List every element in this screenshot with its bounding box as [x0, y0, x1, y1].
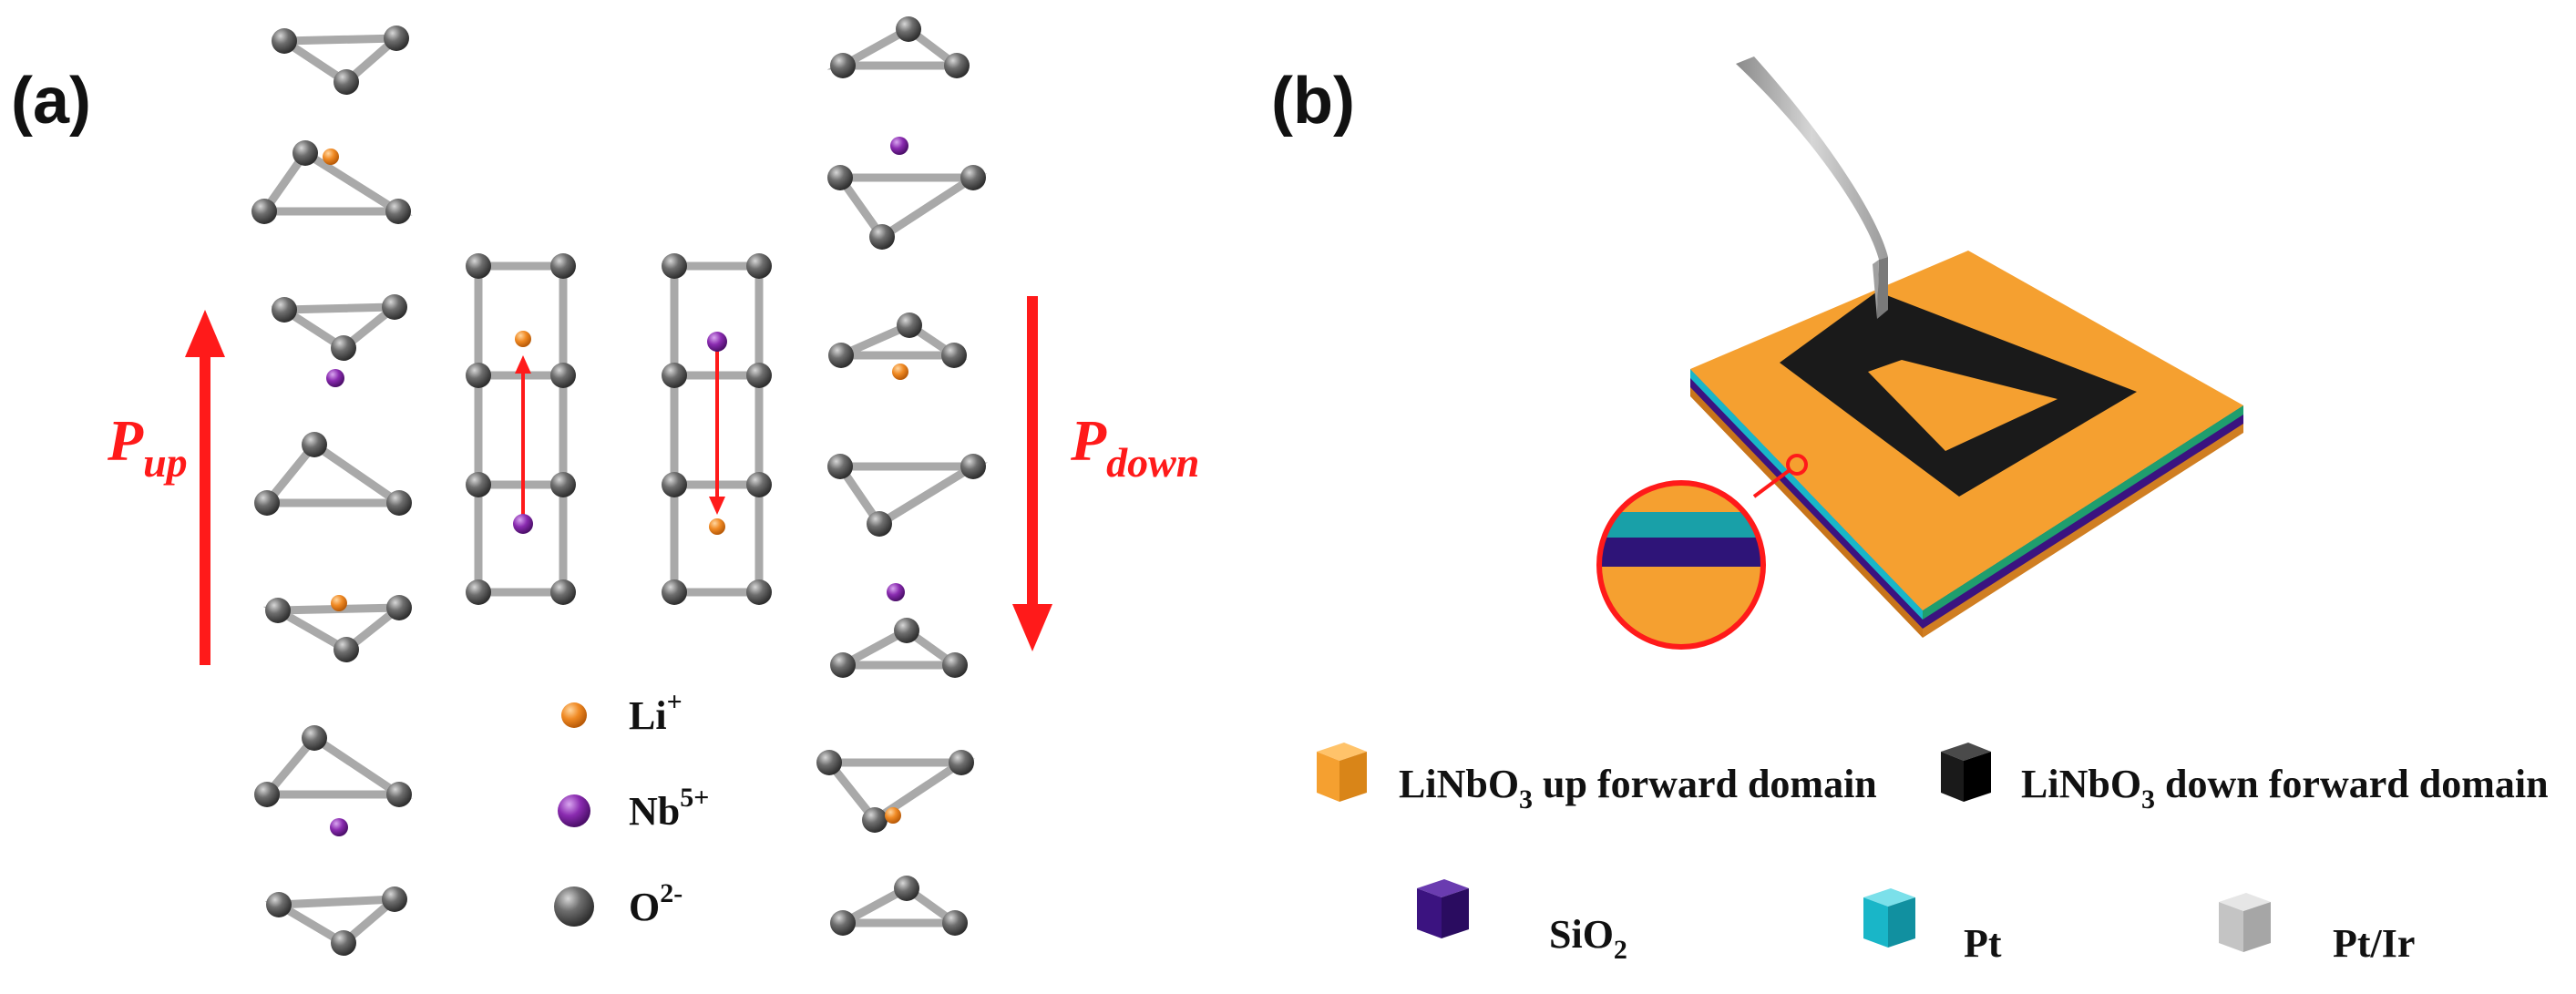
p-down-base: P	[1070, 408, 1107, 473]
oxygen-triangle	[827, 454, 988, 537]
left-triangle-column	[251, 26, 413, 956]
sio2-legend-item: SiO2	[1417, 879, 1627, 965]
oxygen-triangle	[262, 595, 412, 662]
li-ion	[515, 331, 531, 347]
nb-legend-swatch	[558, 794, 590, 827]
cross-section-magnifier	[1596, 454, 1808, 650]
nb-legend-label: Nb5+	[629, 783, 709, 834]
p-down-arrow	[1012, 296, 1052, 651]
oxygen-triangle	[830, 876, 968, 936]
nb-ion	[513, 514, 533, 534]
up-domain-legend-item: LiNbO3 up forward domain	[1317, 743, 1877, 815]
p-up-label: Pup	[107, 408, 188, 486]
right-triangle-column	[816, 16, 988, 936]
oxygen-triangle	[826, 16, 970, 78]
unit-cell-up	[466, 253, 576, 605]
nb-ion	[707, 332, 727, 352]
p-down-sub: down	[1106, 439, 1199, 486]
panel-a-label: (a)	[11, 65, 91, 138]
oxygen-triangle	[271, 26, 409, 95]
o-legend-label: O2-	[629, 878, 682, 929]
sio2-legend-label: SiO2	[1549, 912, 1627, 965]
down-domain-legend-item: LiNbO3 down forward domain	[1941, 743, 2549, 815]
oxygen-triangle	[828, 313, 968, 380]
pt-side-left	[1690, 369, 1923, 620]
oxygen-triangle	[271, 294, 407, 387]
down-domain-legend-label: LiNbO3 down forward domain	[2021, 762, 2549, 815]
li-ion	[331, 595, 347, 611]
nb-ion	[887, 583, 905, 601]
oxygen-triangle	[254, 432, 413, 516]
oxygen-triangle	[827, 137, 988, 250]
li-ion	[709, 518, 725, 535]
nb-ion	[890, 137, 908, 155]
pt-ir-probe	[1736, 56, 1888, 319]
oxygen-triangle	[254, 725, 413, 836]
li-legend-label: Li+	[629, 687, 682, 738]
pt-ir-legend-label: Pt/Ir	[2333, 921, 2415, 966]
unit-cell-down	[662, 253, 772, 605]
pt-legend-item: Pt	[1863, 888, 2002, 966]
panel-a-legend: Li+ Nb5+ O2-	[554, 687, 709, 929]
up-domain-center	[1868, 360, 2058, 451]
pt-ir-legend-item: Pt/Ir	[2219, 893, 2415, 966]
device-slab	[1690, 251, 2243, 638]
li-ion	[885, 807, 901, 824]
o-legend-swatch	[554, 886, 594, 927]
pt-side-right	[1923, 405, 2243, 620]
up-domain-legend-label: LiNbO3 up forward domain	[1399, 762, 1877, 815]
li-legend-swatch	[561, 702, 587, 728]
panel-b-legend: LiNbO3 up forward domain LiNbO3 down for…	[1317, 743, 2549, 966]
oxygen-triangle	[830, 583, 968, 678]
oxygen-triangle	[816, 750, 975, 833]
oxygen-triangle	[264, 886, 407, 956]
p-up-sub: up	[143, 439, 188, 486]
nb-ion	[326, 369, 344, 387]
nb-ion	[330, 818, 348, 836]
p-up-arrow	[185, 310, 225, 665]
p-down-label: Pdown	[1070, 408, 1199, 486]
oxygen-triangle	[251, 140, 413, 224]
li-ion	[323, 149, 339, 165]
panel-b-label: (b)	[1271, 65, 1355, 138]
pt-legend-label: Pt	[1964, 921, 2002, 966]
li-ion	[892, 364, 908, 380]
p-up-base: P	[107, 408, 144, 473]
